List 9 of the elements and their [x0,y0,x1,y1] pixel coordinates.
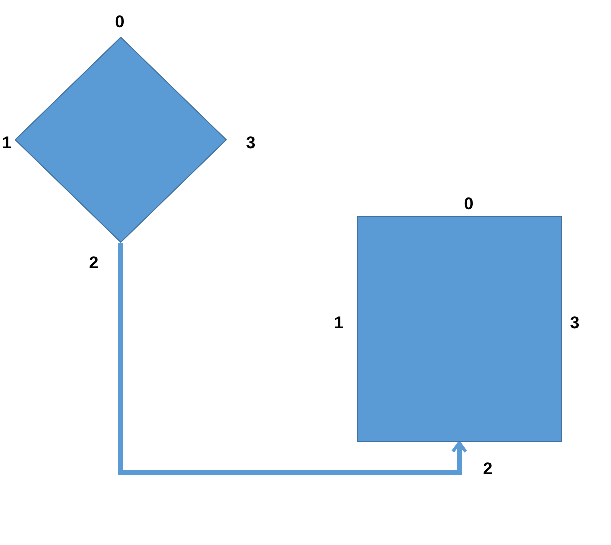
vertex-number: 0 [464,196,474,212]
vertex-number: 3 [246,134,256,152]
vertex-number: 2 [89,254,99,272]
vertex-number: 1 [2,134,12,152]
vertex-number: 1 [334,314,344,332]
vertex-number: 0 [115,14,125,30]
arrow [118,243,468,476]
vertex-number: 3 [570,314,580,332]
vertex-number: 2 [483,460,493,478]
